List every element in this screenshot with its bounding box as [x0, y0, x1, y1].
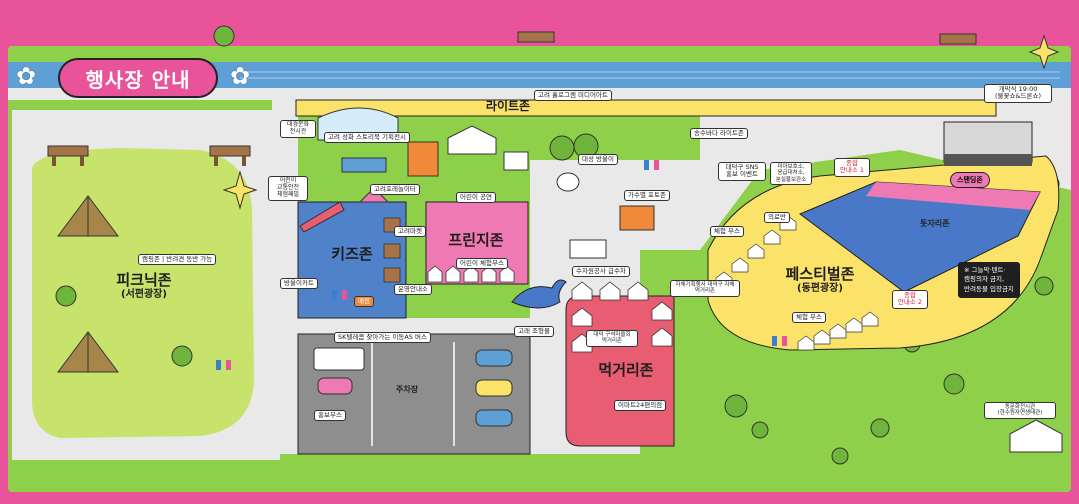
zone-light[interactable]: 라이트존	[485, 99, 531, 113]
tag-promo-booth: 홍보부스	[314, 410, 346, 422]
zone-kids[interactable]: 키즈존	[331, 245, 373, 263]
zone-food[interactable]: 먹거리존	[598, 361, 654, 379]
tag-light-1: 송수바다 라이트존	[690, 128, 748, 140]
tag-experience-booth-2: 체험 부스	[792, 312, 826, 324]
zone-parking[interactable]: 주차장	[396, 385, 419, 394]
tag-kids-performance: 어린이 공연	[456, 192, 496, 204]
tag-goryeo-whale: 고래 조형물	[514, 326, 554, 338]
zone-festival[interactable]: 페스티벌존 (동편광장)	[785, 265, 855, 295]
tag-goryeo-storybook: 고려 성화 스토리북 기획전시	[324, 132, 410, 144]
zone-tosari[interactable]: 돗자리존	[920, 219, 950, 228]
tag-goryeo-tabletop: 고려포레놀이터	[370, 184, 420, 196]
tag-camping-pet: 캠핑존 | 반려견 동반 가능	[138, 254, 217, 266]
tag-kids-experience: 어린이 체험부스	[456, 258, 508, 270]
page-title: 행사장 안내	[58, 58, 218, 98]
tag-snack-booth: 매점	[354, 296, 374, 308]
zone-picnic[interactable]: 피크닉존 (서편광장)	[116, 271, 172, 301]
flower-icon: ✿	[230, 62, 251, 90]
tag-medical: 의료반	[764, 212, 790, 224]
flower-icon: ✿	[16, 62, 37, 90]
tag-goryeo-market: 고려마켓	[394, 226, 426, 238]
tag-emart: 이마트24편의점	[614, 400, 667, 412]
tag-notice: ※ 그늘막·텐트·캠핑의자 금지,반려동물 입장금지	[958, 262, 1020, 299]
tag-opening-show: 개막식 19:00(불꽃쇼&드론쇼)	[984, 84, 1052, 103]
tag-operation-info: 운영안내소	[394, 284, 432, 296]
tag-emergency-info: 미아보호소,응급대처소,분실물보관소	[770, 162, 812, 185]
tag-daeseong-mascot: 대성 방울이	[578, 154, 618, 166]
tag-goryeo-hologram: 고려 홀로그램 미디어아트	[534, 90, 612, 102]
tag-stamp-carts: 방울이카트	[280, 278, 318, 290]
tag-water-truck: 수자원공사 급수차	[572, 266, 630, 278]
tag-sk-bus: SK텔레콤 찾아가는 이동AS 버스	[334, 332, 431, 344]
tag-hanbit-tower: 동문화전시관(한수원자연생태관)	[984, 402, 1056, 419]
zone-fringe[interactable]: 프린지존	[448, 231, 504, 249]
zone-standing[interactable]: 스탠딩존	[950, 172, 990, 188]
tag-experience-booth-1: 체험 부스	[710, 226, 744, 238]
tag-singer-photo: 가수별 포토존	[624, 190, 670, 202]
